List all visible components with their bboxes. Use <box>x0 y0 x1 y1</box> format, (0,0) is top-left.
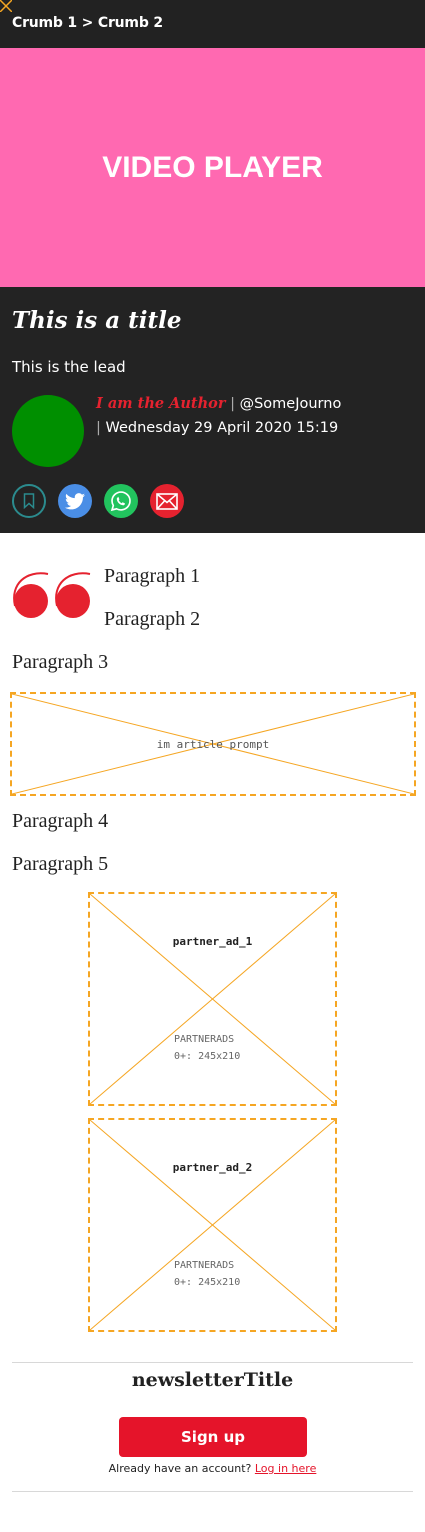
placeholder-cross <box>90 894 335 1104</box>
article-prompt-placeholder: im article prompt <box>10 692 416 796</box>
author-handle[interactable]: @SomeJourno <box>239 396 342 412</box>
prompt-label: im article prompt <box>156 738 270 751</box>
ad-size: 0+: 245x210 <box>174 1051 241 1062</box>
share-whatsapp-button[interactable] <box>104 484 138 518</box>
ad-slot-name: partner_ad_1 <box>172 935 253 948</box>
share-twitter-button[interactable] <box>58 484 92 518</box>
site-header: Crumb 1 > Crumb 2 <box>0 0 425 48</box>
newsletter-title: newsletterTitle <box>131 1369 294 1391</box>
byline-separator: | <box>96 420 101 436</box>
expand-arrows-icon[interactable] <box>0 0 12 12</box>
paragraph: Paragraph 2 <box>104 608 201 630</box>
author-byline: I am the Author | @SomeJourno | Wednesda… <box>96 392 416 440</box>
paragraph: Paragraph 4 <box>12 810 109 832</box>
article-title: This is a title <box>12 307 182 334</box>
byline-separator: | <box>230 396 235 412</box>
ad-slot-meta: PARTNERADS 0+: 245x210 <box>174 1257 240 1291</box>
login-prompt: Already have an account? Log in here <box>0 1462 425 1475</box>
paragraph: Paragraph 5 <box>12 853 109 875</box>
placeholder-cross <box>12 694 414 794</box>
placeholder-cross <box>90 1120 335 1330</box>
ad-provider: PARTNERADS <box>174 1034 235 1045</box>
signup-button[interactable]: Sign up <box>119 1417 307 1457</box>
breadcrumb-item[interactable]: Crumb 1 <box>12 15 77 31</box>
video-player-label: VIDEO PLAYER <box>102 150 323 184</box>
bookmark-icon <box>23 493 35 509</box>
divider <box>12 1491 413 1492</box>
breadcrumb-item[interactable]: Crumb 2 <box>97 15 163 31</box>
share-email-button[interactable] <box>150 484 184 518</box>
breadcrumb-separator: > <box>81 15 94 31</box>
bookmark-button[interactable] <box>12 484 46 518</box>
ad-slot-meta: PARTNERADS 0+: 245x210 <box>174 1031 240 1065</box>
login-link[interactable]: Log in here <box>254 1462 317 1475</box>
author-name[interactable]: I am the Author <box>96 395 226 412</box>
author-avatar <box>12 395 84 467</box>
article-header: This is a title This is the lead I am th… <box>0 287 425 533</box>
ad-provider: PARTNERADS <box>174 1260 235 1271</box>
ad-size: 0+: 245x210 <box>174 1277 241 1288</box>
partner-ad-slot[interactable]: partner_ad_2 PARTNERADS 0+: 245x210 <box>88 1118 337 1332</box>
article-lead: This is the lead <box>12 358 126 376</box>
email-icon <box>156 492 178 510</box>
paragraph: Paragraph 1 <box>104 565 201 587</box>
whatsapp-icon <box>110 491 131 512</box>
publish-date: Wednesday 29 April 2020 15:19 <box>105 420 339 436</box>
partner-ad-slot[interactable]: partner_ad_1 PARTNERADS 0+: 245x210 <box>88 892 337 1106</box>
breadcrumb: Crumb 1 > Crumb 2 <box>12 15 163 31</box>
ad-slot-name: partner_ad_2 <box>172 1161 253 1174</box>
divider <box>12 1362 413 1363</box>
quote-icon <box>13 572 91 618</box>
login-prompt-text: Already have an account? <box>108 1462 252 1475</box>
video-player[interactable]: VIDEO PLAYER <box>0 48 425 287</box>
paragraph: Paragraph 3 <box>12 651 109 673</box>
twitter-icon <box>65 492 85 509</box>
